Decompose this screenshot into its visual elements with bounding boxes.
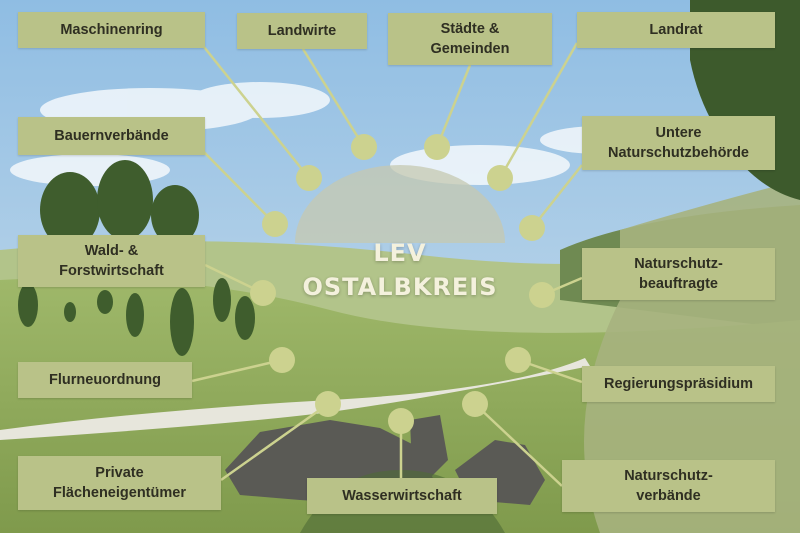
label-naturschutzbeauftragte: Naturschutz- beauftragte: [582, 248, 775, 300]
label-regierungspraesidium: Regierungspräsidium: [582, 366, 775, 402]
label-private-flaecheneigentuemer: Private Flächeneigentümer: [18, 456, 221, 510]
label-bauernverbaende: Bauernverbände: [18, 117, 205, 155]
connector-line-bauernverbaende: [199, 147, 276, 225]
connector-dot-naturschutzbeauftragte: [529, 282, 555, 308]
connector-dots: [250, 134, 555, 434]
trees-left: [18, 160, 255, 356]
label-naturschutzverbaende: Naturschutz- verbände: [562, 460, 775, 512]
label-landrat: Landrat: [577, 12, 775, 48]
connector-line-staedte-gemeinden: [435, 64, 472, 148]
connector-line-maschinenring: [199, 41, 310, 179]
connector-dot-landwirte: [351, 134, 377, 160]
connector-dot-naturschutzverbaende: [462, 391, 488, 417]
connector-dot-wald-forstwirtschaft: [250, 280, 276, 306]
connector-line-flurneuordnung: [191, 358, 283, 383]
connector-line-naturschutzverbaende: [474, 403, 563, 487]
label-wasserwirtschaft: Wasserwirtschaft: [307, 478, 497, 514]
connector-dot-regierungspraesidium: [505, 347, 531, 373]
label-maschinenring: Maschinenring: [18, 12, 205, 48]
connector-dot-private-flaecheneigentuemer: [315, 391, 341, 417]
connector-line-landrat: [498, 42, 579, 179]
connector-dot-landrat: [487, 165, 513, 191]
connector-dot-bauernverbaende: [262, 211, 288, 237]
road: [0, 358, 590, 440]
label-untere-naturschutzbehoerde: Untere Naturschutzbehörde: [582, 116, 775, 170]
connector-line-landwirte: [301, 48, 366, 148]
center-hub: [295, 165, 505, 243]
connector-line-untere-naturschutzbehoerde: [531, 164, 583, 229]
connector-line-private-flaecheneigentuemer: [220, 402, 329, 482]
connector-dot-flurneuordnung: [269, 347, 295, 373]
connector-lines: [191, 41, 583, 487]
connector-dot-maschinenring: [296, 165, 322, 191]
connector-dot-staedte-gemeinden: [424, 134, 450, 160]
center-title: LEV OSTALBKREIS: [302, 239, 498, 301]
label-wald-forstwirtschaft: Wald- & Forstwirtschaft: [18, 235, 205, 287]
label-staedte-gemeinden: Städte & Gemeinden: [388, 13, 552, 65]
connector-dot-untere-naturschutzbehoerde: [519, 215, 545, 241]
label-landwirte: Landwirte: [237, 13, 367, 49]
label-flurneuordnung: Flurneuordnung: [18, 362, 192, 398]
connector-dot-wasserwirtschaft: [388, 408, 414, 434]
